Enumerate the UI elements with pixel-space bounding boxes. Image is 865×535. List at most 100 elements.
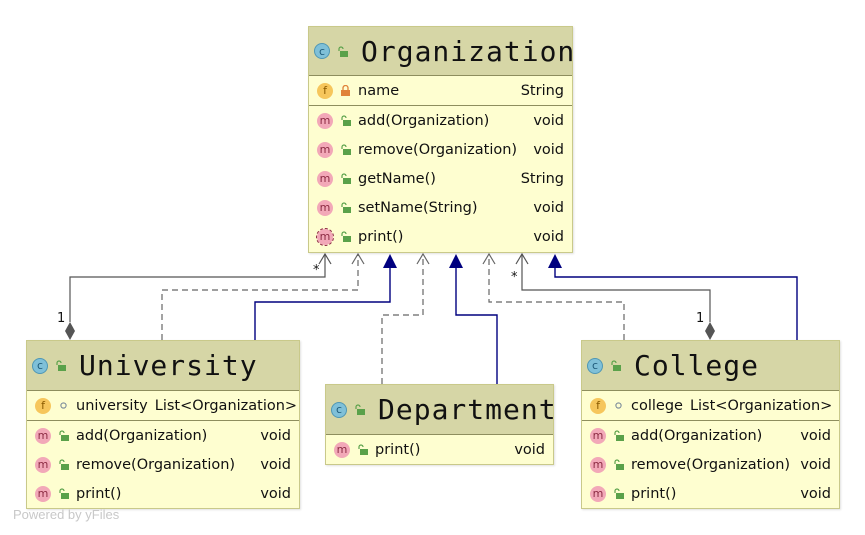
method-row: m print() void [582, 479, 839, 508]
method-row: m print() void [309, 222, 572, 251]
public-visibility-icon [338, 230, 352, 244]
method-type: void [260, 485, 291, 502]
public-visibility-icon [355, 443, 369, 457]
method-icon: m [317, 141, 333, 158]
class-icon: c [32, 357, 48, 374]
organization-fields: f name String [309, 76, 572, 106]
package-visibility-icon [56, 399, 70, 413]
method-icon: m [334, 441, 350, 458]
public-visibility-icon [611, 429, 625, 443]
department-dependency-edge [381, 252, 430, 384]
method-type: void [800, 427, 831, 444]
department-generalization-edge [449, 254, 498, 384]
method-type: void [533, 141, 564, 158]
organization-class-box[interactable]: c Organization f name String m add(Organ… [308, 26, 574, 253]
field-icon: f [35, 397, 51, 414]
department-header: c Department [326, 385, 556, 435]
method-type: void [800, 485, 831, 502]
public-visibility-icon [608, 359, 622, 373]
method-name: setName(String) [358, 199, 478, 216]
method-row: m remove(Organization) void [582, 450, 839, 479]
public-visibility-icon [53, 359, 67, 373]
department-methods: m print() void [326, 435, 553, 464]
public-visibility-icon [338, 172, 352, 186]
college-fields: f college List<Organization> [582, 391, 839, 421]
method-name: print() [76, 485, 122, 502]
method-name: print() [631, 485, 677, 502]
method-row: m remove(Organization) void [27, 450, 299, 479]
method-name: remove(Organization) [358, 141, 518, 158]
university-dependency-edge [161, 252, 365, 340]
multiplicity-university-many: * [313, 263, 320, 278]
public-visibility-icon [338, 143, 352, 157]
class-name-department: Department [378, 393, 557, 426]
college-methods: m add(Organization) void m remove(Organi… [582, 421, 839, 508]
field-row: f university List<Organization> [27, 391, 299, 420]
multiplicity-university-one: 1 [57, 311, 65, 326]
method-type: void [260, 456, 291, 473]
field-icon: f [590, 397, 606, 414]
method-row: m print() void [27, 479, 299, 508]
method-name: print() [358, 228, 404, 245]
class-name-university: University [79, 349, 258, 382]
field-icon: f [317, 82, 333, 99]
method-type: void [533, 112, 564, 129]
public-visibility-icon [56, 487, 70, 501]
multiplicity-college-many: * [511, 270, 518, 285]
method-type: void [533, 199, 564, 216]
abstract-method-icon: m [316, 227, 334, 246]
organization-header: c Organization [309, 27, 574, 76]
field-type: List<Organization> [689, 397, 833, 414]
method-type: void [533, 228, 564, 245]
college-generalization-edge [548, 254, 798, 340]
method-row: m print() void [326, 435, 553, 464]
organization-methods: m add(Organization) void m remove(Organi… [309, 106, 572, 251]
public-visibility-icon [611, 458, 625, 472]
method-name: print() [375, 441, 421, 458]
university-class-box[interactable]: c University f university List<Organizat… [26, 340, 300, 509]
private-visibility-icon [338, 84, 352, 98]
public-visibility-icon [338, 201, 352, 215]
field-type: List<Organization> [154, 397, 298, 414]
public-visibility-icon [352, 403, 366, 417]
field-row: f name String [309, 76, 572, 105]
method-name: remove(Organization) [631, 456, 791, 473]
class-icon: c [314, 43, 330, 59]
method-icon: m [317, 199, 333, 216]
public-visibility-icon [56, 458, 70, 472]
class-name-college: College [634, 349, 760, 382]
method-type: String [520, 170, 564, 187]
method-icon: m [590, 456, 606, 473]
method-type: void [800, 456, 831, 473]
method-name: add(Organization) [76, 427, 208, 444]
class-icon: c [587, 357, 603, 374]
college-header: c College [582, 341, 839, 391]
method-icon: m [35, 427, 51, 444]
method-row: m add(Organization) void [27, 421, 299, 450]
open-arrow-university [318, 252, 332, 265]
public-visibility-icon [335, 44, 349, 58]
composition-diamond-college [705, 322, 715, 340]
method-row: m remove(Organization) void [309, 135, 572, 164]
public-visibility-icon [338, 114, 352, 128]
method-name: add(Organization) [358, 112, 490, 129]
college-class-box[interactable]: c College f college List<Organization> m… [581, 340, 840, 509]
university-generalization-edge [254, 254, 397, 340]
university-composition-edge [65, 252, 332, 340]
department-class-box[interactable]: c Department m print() void [325, 384, 556, 465]
method-row: m add(Organization) void [309, 106, 572, 135]
method-name: add(Organization) [631, 427, 763, 444]
method-type: void [514, 441, 545, 458]
method-row: m setName(String) void [309, 193, 572, 222]
college-composition-edge [515, 252, 715, 340]
watermark: Powered by yFiles [13, 507, 120, 522]
method-name: remove(Organization) [76, 456, 236, 473]
field-type: String [520, 82, 564, 99]
field-row: f college List<Organization> [582, 391, 839, 420]
method-icon: m [35, 456, 51, 473]
class-icon: c [331, 401, 347, 418]
college-dependency-edge [482, 252, 625, 340]
public-visibility-icon [611, 487, 625, 501]
field-name: college [631, 397, 683, 414]
